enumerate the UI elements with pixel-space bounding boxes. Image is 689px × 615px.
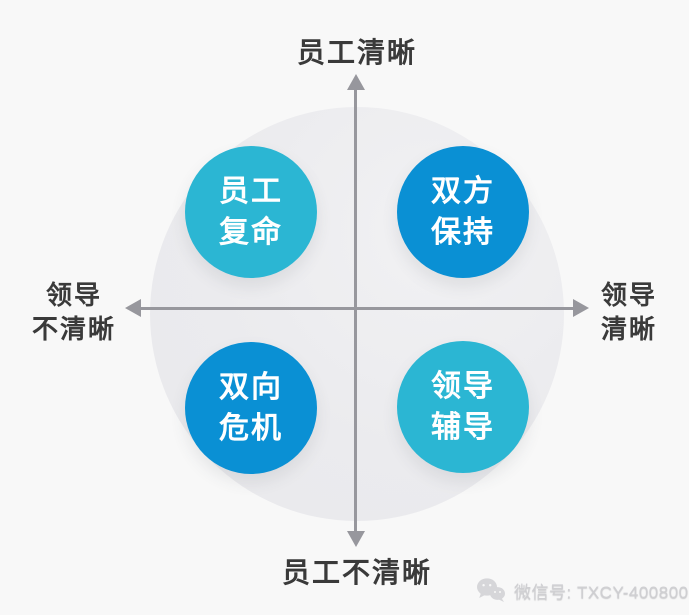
quadrant-label-bottom-right: 领导 辅导 bbox=[431, 370, 495, 444]
axis-label-employee-clear: 员工清晰 bbox=[296, 37, 417, 68]
quadrant-circle-top-right: 双方 保持 bbox=[397, 146, 529, 278]
axis-label-leader-unclear: 领导 不清晰 bbox=[31, 280, 116, 344]
quadrant-circle-bottom-right: 领导 辅导 bbox=[397, 341, 529, 473]
vertical-axis-line bbox=[354, 86, 357, 534]
axis-label-leader-clear: 领导 清晰 bbox=[600, 280, 657, 344]
quadrant-circle-top-left: 员工 复命 bbox=[185, 146, 317, 278]
quadrant-label-top-right: 双方 保持 bbox=[431, 175, 495, 249]
quadrant-label-top-left: 员工 复命 bbox=[219, 175, 283, 249]
quadrant-label-bottom-left: 双向 危机 bbox=[219, 371, 283, 445]
arrow-right-icon bbox=[573, 299, 589, 317]
arrow-down-icon bbox=[347, 531, 365, 547]
arrow-left-icon bbox=[125, 299, 141, 317]
watermark-text: 微信号: TXCY-400800 bbox=[514, 582, 689, 602]
quadrant-circle-bottom-left: 双向 危机 bbox=[185, 342, 317, 474]
watermark: 微信号: TXCY-400800 bbox=[476, 577, 689, 603]
horizontal-axis-line bbox=[138, 307, 576, 310]
axis-label-employee-unclear: 员工不清晰 bbox=[281, 557, 432, 588]
arrow-up-icon bbox=[347, 74, 365, 90]
wechat-icon bbox=[477, 578, 505, 602]
